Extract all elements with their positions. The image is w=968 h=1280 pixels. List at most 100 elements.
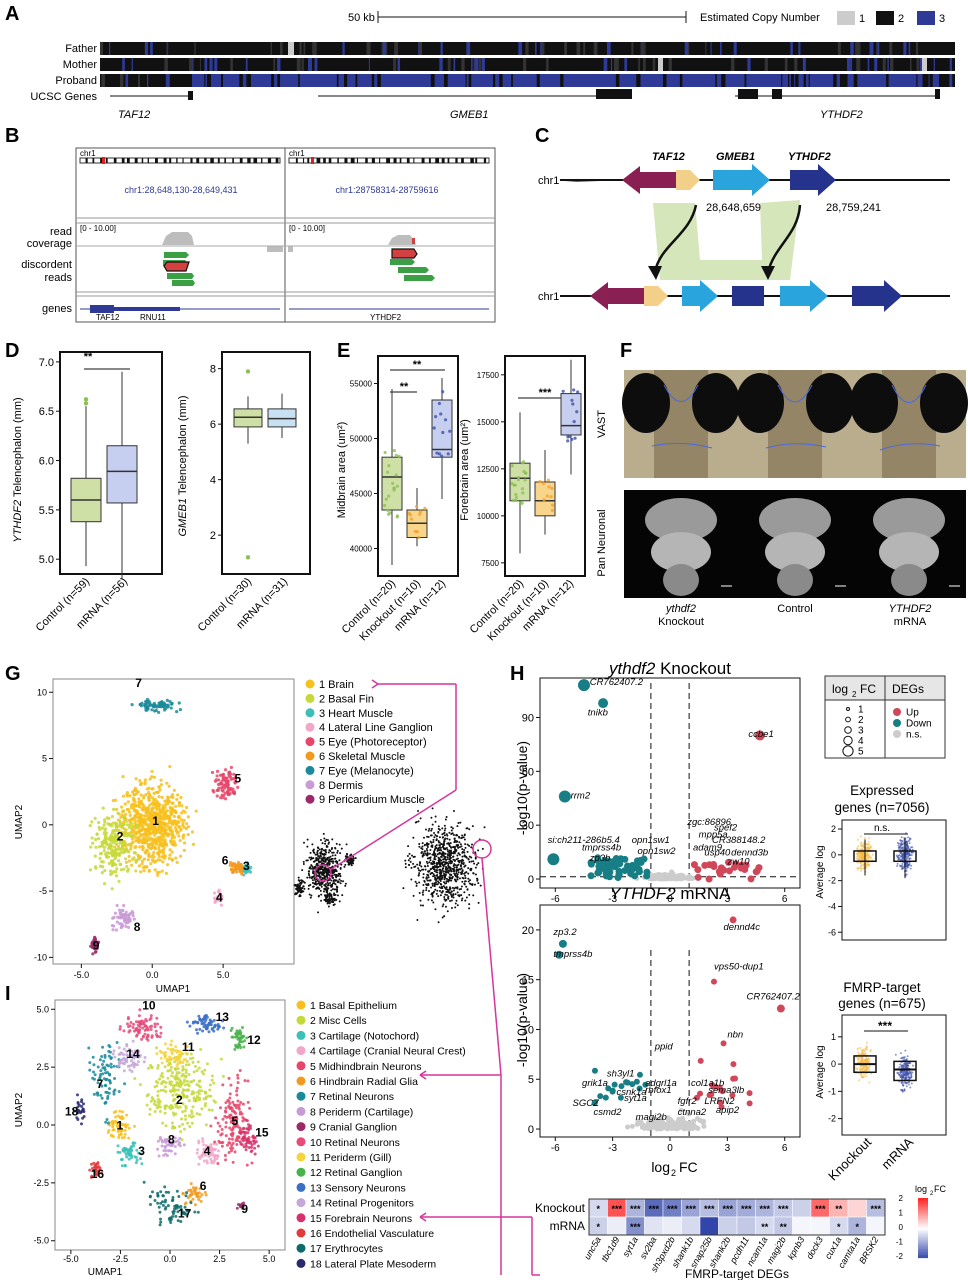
umap-point bbox=[173, 1083, 177, 1087]
umap-point bbox=[115, 842, 119, 846]
overview-point bbox=[419, 899, 422, 902]
track-seg bbox=[636, 74, 640, 87]
outlier bbox=[83, 401, 89, 406]
overview-point bbox=[432, 838, 435, 841]
overview-point bbox=[450, 832, 453, 835]
overview-point bbox=[444, 866, 447, 869]
umap-point bbox=[123, 1132, 127, 1136]
overview-point bbox=[440, 862, 443, 865]
umap-point bbox=[204, 1095, 208, 1099]
overview-point bbox=[307, 884, 310, 887]
ideogram-band bbox=[169, 158, 172, 163]
umap-point bbox=[190, 1192, 194, 1196]
overview-point bbox=[445, 816, 448, 819]
track-seg bbox=[908, 42, 911, 55]
pn-hind bbox=[663, 564, 699, 596]
overview-point bbox=[426, 835, 429, 838]
umap-point bbox=[173, 1067, 177, 1071]
data-point bbox=[513, 498, 518, 503]
ideogram-band bbox=[210, 158, 214, 163]
umap-point bbox=[190, 1121, 194, 1125]
overview-point bbox=[335, 876, 338, 879]
overview-point bbox=[331, 851, 334, 854]
umap-point bbox=[158, 831, 162, 835]
umap-point bbox=[169, 1140, 173, 1144]
track-seg bbox=[643, 58, 646, 71]
umap-point bbox=[169, 1083, 173, 1087]
umap-point bbox=[242, 1201, 246, 1205]
umap-point bbox=[92, 1092, 96, 1096]
umap-point bbox=[221, 1083, 225, 1087]
umap-point bbox=[197, 1162, 201, 1166]
umap-point bbox=[188, 1125, 192, 1129]
data-point bbox=[572, 388, 576, 392]
umap-point bbox=[123, 1082, 127, 1086]
umap-point bbox=[108, 1081, 112, 1085]
umap-point bbox=[208, 1088, 212, 1092]
umap-point bbox=[153, 833, 157, 837]
data-point bbox=[395, 515, 399, 519]
d-left-ytick: 5.5 bbox=[39, 505, 54, 517]
overview-point bbox=[460, 837, 463, 840]
umap-point bbox=[175, 797, 179, 802]
umap-point bbox=[172, 1097, 176, 1101]
umap-point bbox=[160, 1071, 164, 1075]
umap-point bbox=[117, 1090, 121, 1094]
umap-point bbox=[149, 1027, 153, 1031]
overview-point bbox=[437, 827, 440, 830]
overview-point bbox=[318, 848, 321, 851]
umap-point bbox=[114, 807, 119, 811]
umap-point bbox=[123, 912, 127, 916]
umap-point bbox=[119, 1122, 123, 1126]
track-seg bbox=[439, 58, 443, 71]
umap-point bbox=[93, 816, 97, 820]
overview-point bbox=[428, 852, 431, 855]
umap-point bbox=[125, 864, 129, 869]
overview-point bbox=[343, 865, 346, 868]
overview-point bbox=[421, 842, 424, 845]
legend-dot bbox=[296, 1152, 306, 1162]
umap-point bbox=[133, 1155, 137, 1159]
v1-gene-label: CR762407.2 bbox=[590, 677, 644, 688]
panel-h-label: H bbox=[510, 663, 524, 685]
overview-point bbox=[346, 852, 349, 855]
umap-point bbox=[151, 806, 155, 810]
legend-dot bbox=[296, 1076, 306, 1086]
overview-point bbox=[472, 894, 475, 897]
overview-point bbox=[453, 837, 456, 840]
cluster-number: 16 bbox=[91, 1167, 105, 1181]
overview-point bbox=[296, 889, 299, 892]
track-seg bbox=[239, 74, 243, 87]
umap-point bbox=[159, 1190, 163, 1194]
umap-point bbox=[219, 796, 223, 800]
umap-point bbox=[182, 1211, 186, 1215]
track-seg bbox=[147, 74, 149, 87]
overview-point bbox=[465, 871, 468, 874]
overview-point bbox=[444, 818, 447, 821]
overview-point bbox=[295, 893, 298, 896]
overview-point bbox=[324, 849, 327, 852]
umap-point bbox=[123, 1128, 127, 1132]
overview-point bbox=[474, 851, 477, 854]
umap-point bbox=[213, 1100, 217, 1104]
overview-point bbox=[458, 846, 461, 849]
umap-point bbox=[116, 1129, 120, 1133]
umap-point bbox=[190, 830, 195, 834]
c-pos2: 28,759,241 bbox=[826, 202, 881, 214]
umap-point bbox=[175, 1064, 179, 1068]
overview-point bbox=[441, 827, 444, 830]
umap-point bbox=[99, 1069, 103, 1073]
umap-point bbox=[159, 778, 163, 782]
umap-point bbox=[153, 868, 157, 872]
umap-point bbox=[190, 1109, 194, 1113]
umap-point bbox=[137, 840, 141, 845]
overview-point bbox=[456, 825, 459, 828]
umap-point bbox=[165, 1154, 169, 1158]
cluster-number: 2 bbox=[117, 830, 124, 844]
umap-point bbox=[243, 1039, 247, 1043]
overview-point bbox=[431, 823, 434, 826]
overview-point bbox=[419, 817, 422, 820]
umap-point bbox=[241, 1119, 245, 1123]
umap-point bbox=[244, 1142, 248, 1146]
umap-point bbox=[235, 1033, 239, 1037]
